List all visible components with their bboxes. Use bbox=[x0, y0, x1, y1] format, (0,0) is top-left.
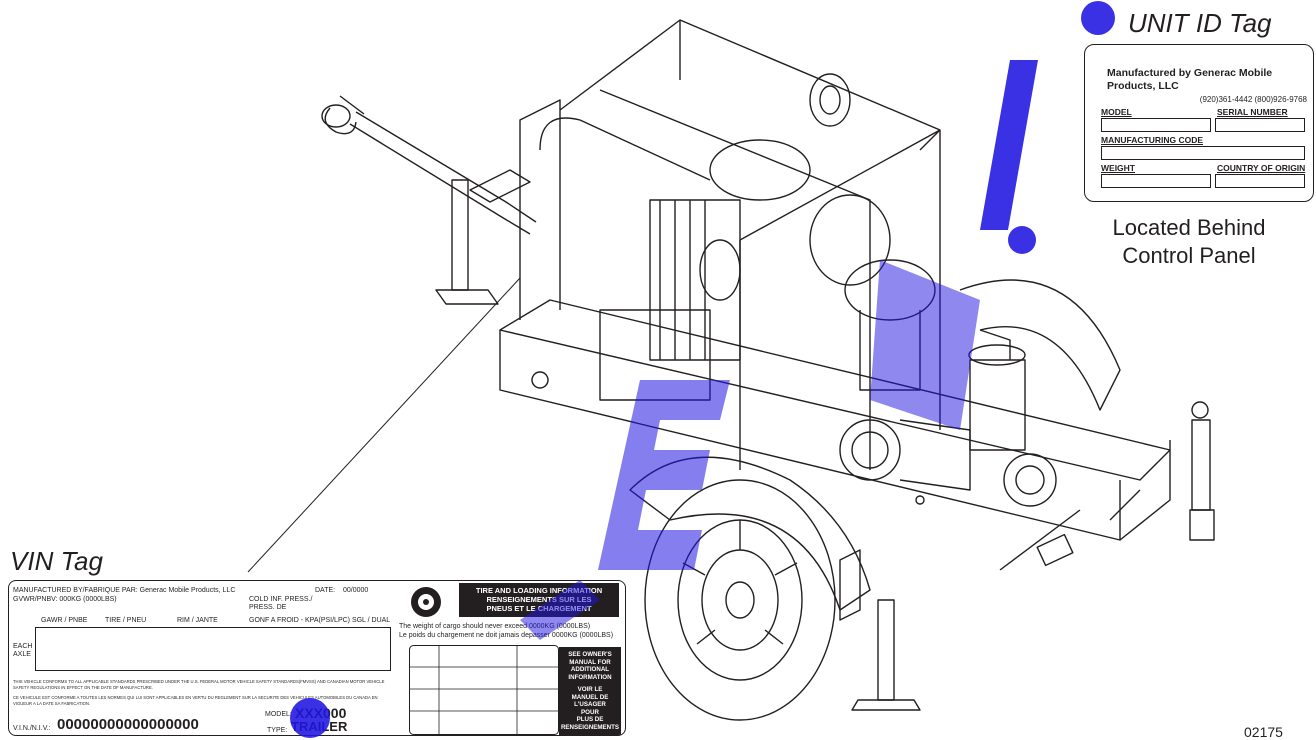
vin-model-label: MODEL: bbox=[265, 711, 292, 718]
see-line-9: PLUS DE bbox=[576, 716, 604, 723]
unit-id-mfg-code-label: MANUFACTURING CODE bbox=[1101, 135, 1203, 145]
vin-type-label: TYPE: bbox=[267, 727, 288, 734]
see-line-8: POUR bbox=[581, 708, 599, 716]
vin-gvwr-line: GVWR/PNBV: 000KG (0000LBS) bbox=[13, 596, 117, 603]
unit-id-manufacturer: Manufactured by Generac Mobile Products,… bbox=[1107, 67, 1273, 92]
location-line-2: Control Panel bbox=[1122, 243, 1256, 268]
vin-cold-press-1: COLD INF. PRESS./ bbox=[249, 596, 313, 603]
vin-cold-press-2: PRESS. DE bbox=[249, 604, 287, 611]
vin-conform-english: THIS VEHICLE CONFORMS TO ALL APPLICABLE … bbox=[13, 679, 385, 690]
unit-id-country-box bbox=[1215, 174, 1305, 188]
see-owners-manual-box: SEE OWNER'S MANUAL FOR ADDITIONAL INFORM… bbox=[559, 647, 621, 735]
vin-axle-box bbox=[35, 627, 391, 671]
see-line-2: ADDITIONAL bbox=[570, 666, 610, 673]
unit-id-tag-title: UNIT ID Tag bbox=[1128, 8, 1272, 38]
tire-header-english: TIRE AND LOADING INFORMATION bbox=[475, 586, 603, 595]
unit-id-phones: (920)361-4442 (800)926-9768 bbox=[1199, 95, 1307, 104]
vin-col-rim: RIM / JANTE bbox=[177, 617, 218, 624]
unit-id-tag: Manufactured by Generac Mobile Products,… bbox=[1084, 44, 1314, 202]
vin-date-value: 00/0000 bbox=[343, 587, 369, 594]
unit-id-weight-label: WEIGHT bbox=[1101, 163, 1135, 173]
unit-id-serial-box bbox=[1215, 118, 1305, 132]
vin-conform-french: CE VEHICULE EST CONFORME A TOUTES LES NO… bbox=[13, 695, 378, 706]
unit-id-weight-box bbox=[1101, 174, 1211, 188]
unit-id-serial-label: SERIAL NUMBER bbox=[1217, 107, 1288, 117]
see-line-1: MANUAL FOR bbox=[569, 658, 611, 666]
tire-loading-grid bbox=[409, 645, 559, 735]
tire-info-header: TIRE AND LOADING INFORMATION RENSEIGNEME… bbox=[459, 583, 619, 617]
tire-header-french-1: RENSEIGNEMENTS SUR LES bbox=[486, 595, 592, 604]
vin-date-label: DATE: bbox=[315, 587, 336, 594]
unit-id-mfg-code-box bbox=[1101, 146, 1305, 160]
vin-number-value: 00000000000000000 bbox=[57, 716, 199, 733]
unit-id-country-label: COUNTRY OF ORIGIN bbox=[1217, 163, 1306, 173]
vin-col-tire: TIRE / PNEU bbox=[105, 617, 147, 624]
see-line-10: RENSEIGNEMENTS bbox=[560, 723, 620, 731]
unit-id-location-note: Located Behind Control Panel bbox=[1064, 214, 1314, 270]
vin-col-gawr: GAWR / PNBE bbox=[41, 617, 88, 624]
tire-weight-english: The weight of cargo should never exceed … bbox=[399, 623, 591, 630]
vin-tag: MANUFACTURED BY/FABRIQUE PAR: Generac Mo… bbox=[8, 580, 626, 736]
figure-number: 02175 bbox=[1244, 724, 1283, 740]
vin-each-axle-2: AXLE bbox=[13, 651, 31, 658]
unit-id-model-label: MODEL bbox=[1101, 107, 1132, 117]
tire-weight-french: Le poids du chargement ne doit jamais de… bbox=[399, 632, 614, 639]
see-line-0: SEE OWNER'S bbox=[568, 651, 612, 658]
tire-header-french-2: PNEUS ET LE CHARGEMENT bbox=[486, 604, 592, 613]
vin-number-label: V.I.N./N.I.V.: bbox=[13, 725, 51, 732]
tire-icon bbox=[411, 587, 441, 617]
vin-type-value: TRAILER bbox=[291, 719, 348, 734]
see-line-6: MANUEL DE bbox=[571, 693, 609, 701]
location-line-1: Located Behind bbox=[1112, 215, 1266, 240]
see-line-5: VOIR LE bbox=[577, 686, 603, 693]
see-line-7: L'USAGER bbox=[574, 701, 606, 708]
vin-col-gonf: GONF A FROID - KPA(PSI/LPC) SGL / DUAL bbox=[249, 617, 391, 624]
see-line-3: INFORMATION bbox=[568, 673, 612, 681]
vin-tag-title: VIN Tag bbox=[10, 546, 103, 576]
vin-each-axle-1: EACH bbox=[13, 643, 33, 650]
tire-loading-panel: TIRE AND LOADING INFORMATION RENSEIGNEME… bbox=[399, 581, 625, 735]
unit-id-model-box bbox=[1101, 118, 1211, 132]
vin-manufacturer-line: MANUFACTURED BY/FABRIQUE PAR: Generac Mo… bbox=[13, 587, 236, 594]
